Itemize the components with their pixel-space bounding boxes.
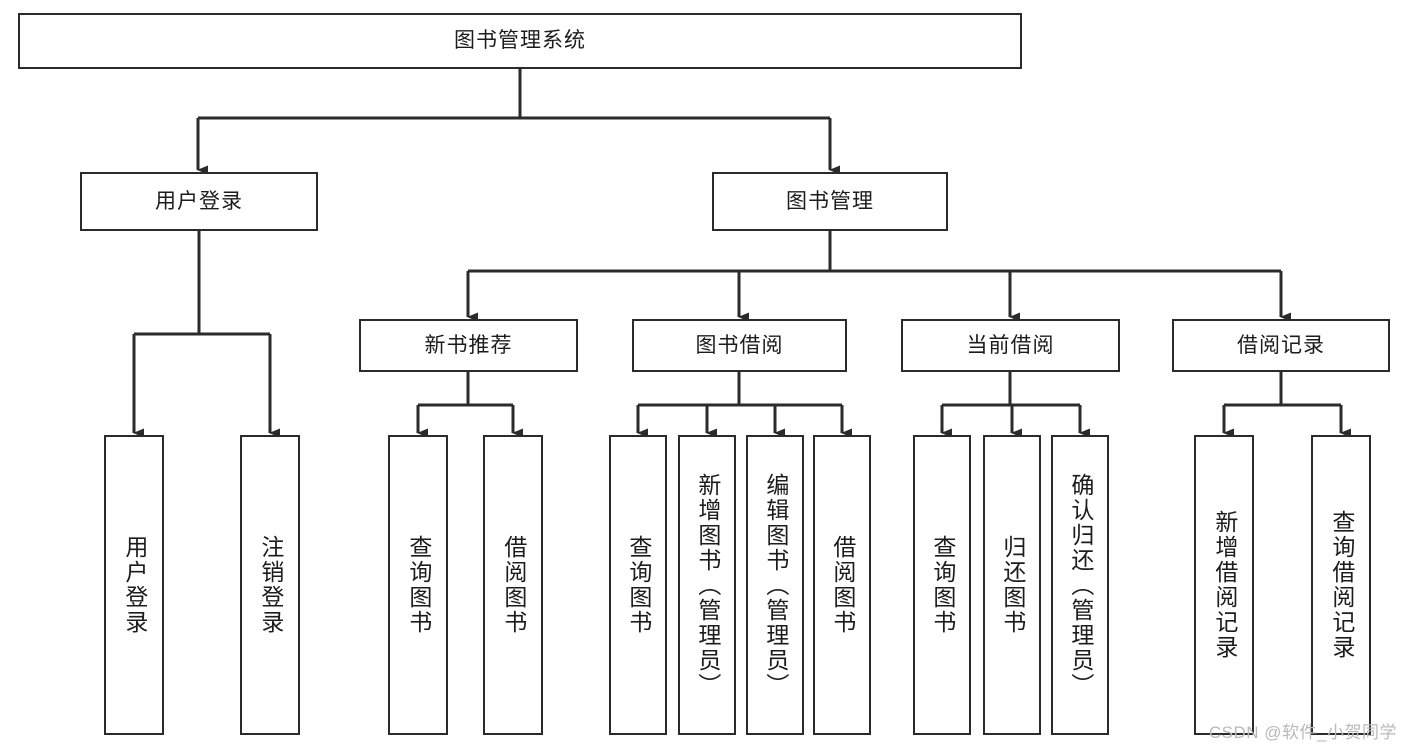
leaf-query-book-recommend[interactable]: 查询图书 bbox=[388, 435, 448, 735]
node-book-management-label: 图书管理 bbox=[786, 189, 874, 213]
node-current-borrow-label: 当前借阅 bbox=[966, 333, 1055, 357]
node-borrow-record-label: 借阅记录 bbox=[1237, 333, 1325, 357]
node-user-login[interactable]: 用户登录 bbox=[80, 172, 318, 231]
leaf-query-book-current[interactable]: 查询图书 bbox=[913, 435, 971, 735]
node-new-book-recommend[interactable]: 新书推荐 bbox=[359, 319, 578, 372]
leaf-logout[interactable]: 注销登录 bbox=[240, 435, 300, 735]
leaf-borrow-book[interactable]: 借阅图书 bbox=[813, 435, 871, 735]
node-root[interactable]: 图书管理系统 bbox=[18, 13, 1022, 69]
leaf-borrow-book-recommend[interactable]: 借阅图书 bbox=[483, 435, 543, 735]
leaf-logout-label: 注销登录 bbox=[257, 535, 284, 635]
leaf-return-book[interactable]: 归还图书 bbox=[983, 435, 1041, 735]
node-book-borrow[interactable]: 图书借阅 bbox=[632, 319, 847, 372]
leaf-user-login[interactable]: 用户登录 bbox=[104, 435, 164, 735]
leaf-add-book-admin-label: 新增图书（管理员） bbox=[694, 472, 721, 698]
leaf-edit-book-admin-label: 编辑图书（管理员） bbox=[762, 472, 789, 698]
leaf-confirm-return-admin-label: 确认归还（管理员） bbox=[1067, 472, 1094, 698]
node-book-management[interactable]: 图书管理 bbox=[712, 172, 948, 231]
leaf-borrow-book-recommend-label: 借阅图书 bbox=[500, 535, 527, 635]
leaf-add-borrow-record-label: 新增借阅记录 bbox=[1211, 510, 1238, 660]
leaf-confirm-return-admin[interactable]: 确认归还（管理员） bbox=[1051, 435, 1109, 735]
leaf-add-book-admin[interactable]: 新增图书（管理员） bbox=[678, 435, 736, 735]
leaf-query-borrow-record[interactable]: 查询借阅记录 bbox=[1311, 435, 1371, 735]
leaf-edit-book-admin[interactable]: 编辑图书（管理员） bbox=[746, 435, 804, 735]
leaf-return-book-label: 归还图书 bbox=[999, 535, 1026, 635]
node-root-label: 图书管理系统 bbox=[454, 29, 586, 53]
node-borrow-record[interactable]: 借阅记录 bbox=[1172, 319, 1390, 372]
node-book-borrow-label: 图书借阅 bbox=[695, 333, 784, 357]
node-new-book-recommend-label: 新书推荐 bbox=[424, 333, 513, 357]
leaf-query-borrow-record-label: 查询借阅记录 bbox=[1328, 510, 1355, 660]
leaf-query-book-current-label: 查询图书 bbox=[929, 535, 956, 635]
leaf-add-borrow-record[interactable]: 新增借阅记录 bbox=[1194, 435, 1254, 735]
leaf-user-login-label: 用户登录 bbox=[121, 535, 148, 635]
leaf-query-book-recommend-label: 查询图书 bbox=[405, 535, 432, 635]
node-user-login-label: 用户登录 bbox=[155, 189, 243, 213]
leaf-borrow-book-label: 借阅图书 bbox=[829, 535, 856, 635]
leaf-query-book-borrow[interactable]: 查询图书 bbox=[609, 435, 667, 735]
node-current-borrow[interactable]: 当前借阅 bbox=[901, 319, 1120, 372]
leaf-query-book-borrow-label: 查询图书 bbox=[625, 535, 652, 635]
